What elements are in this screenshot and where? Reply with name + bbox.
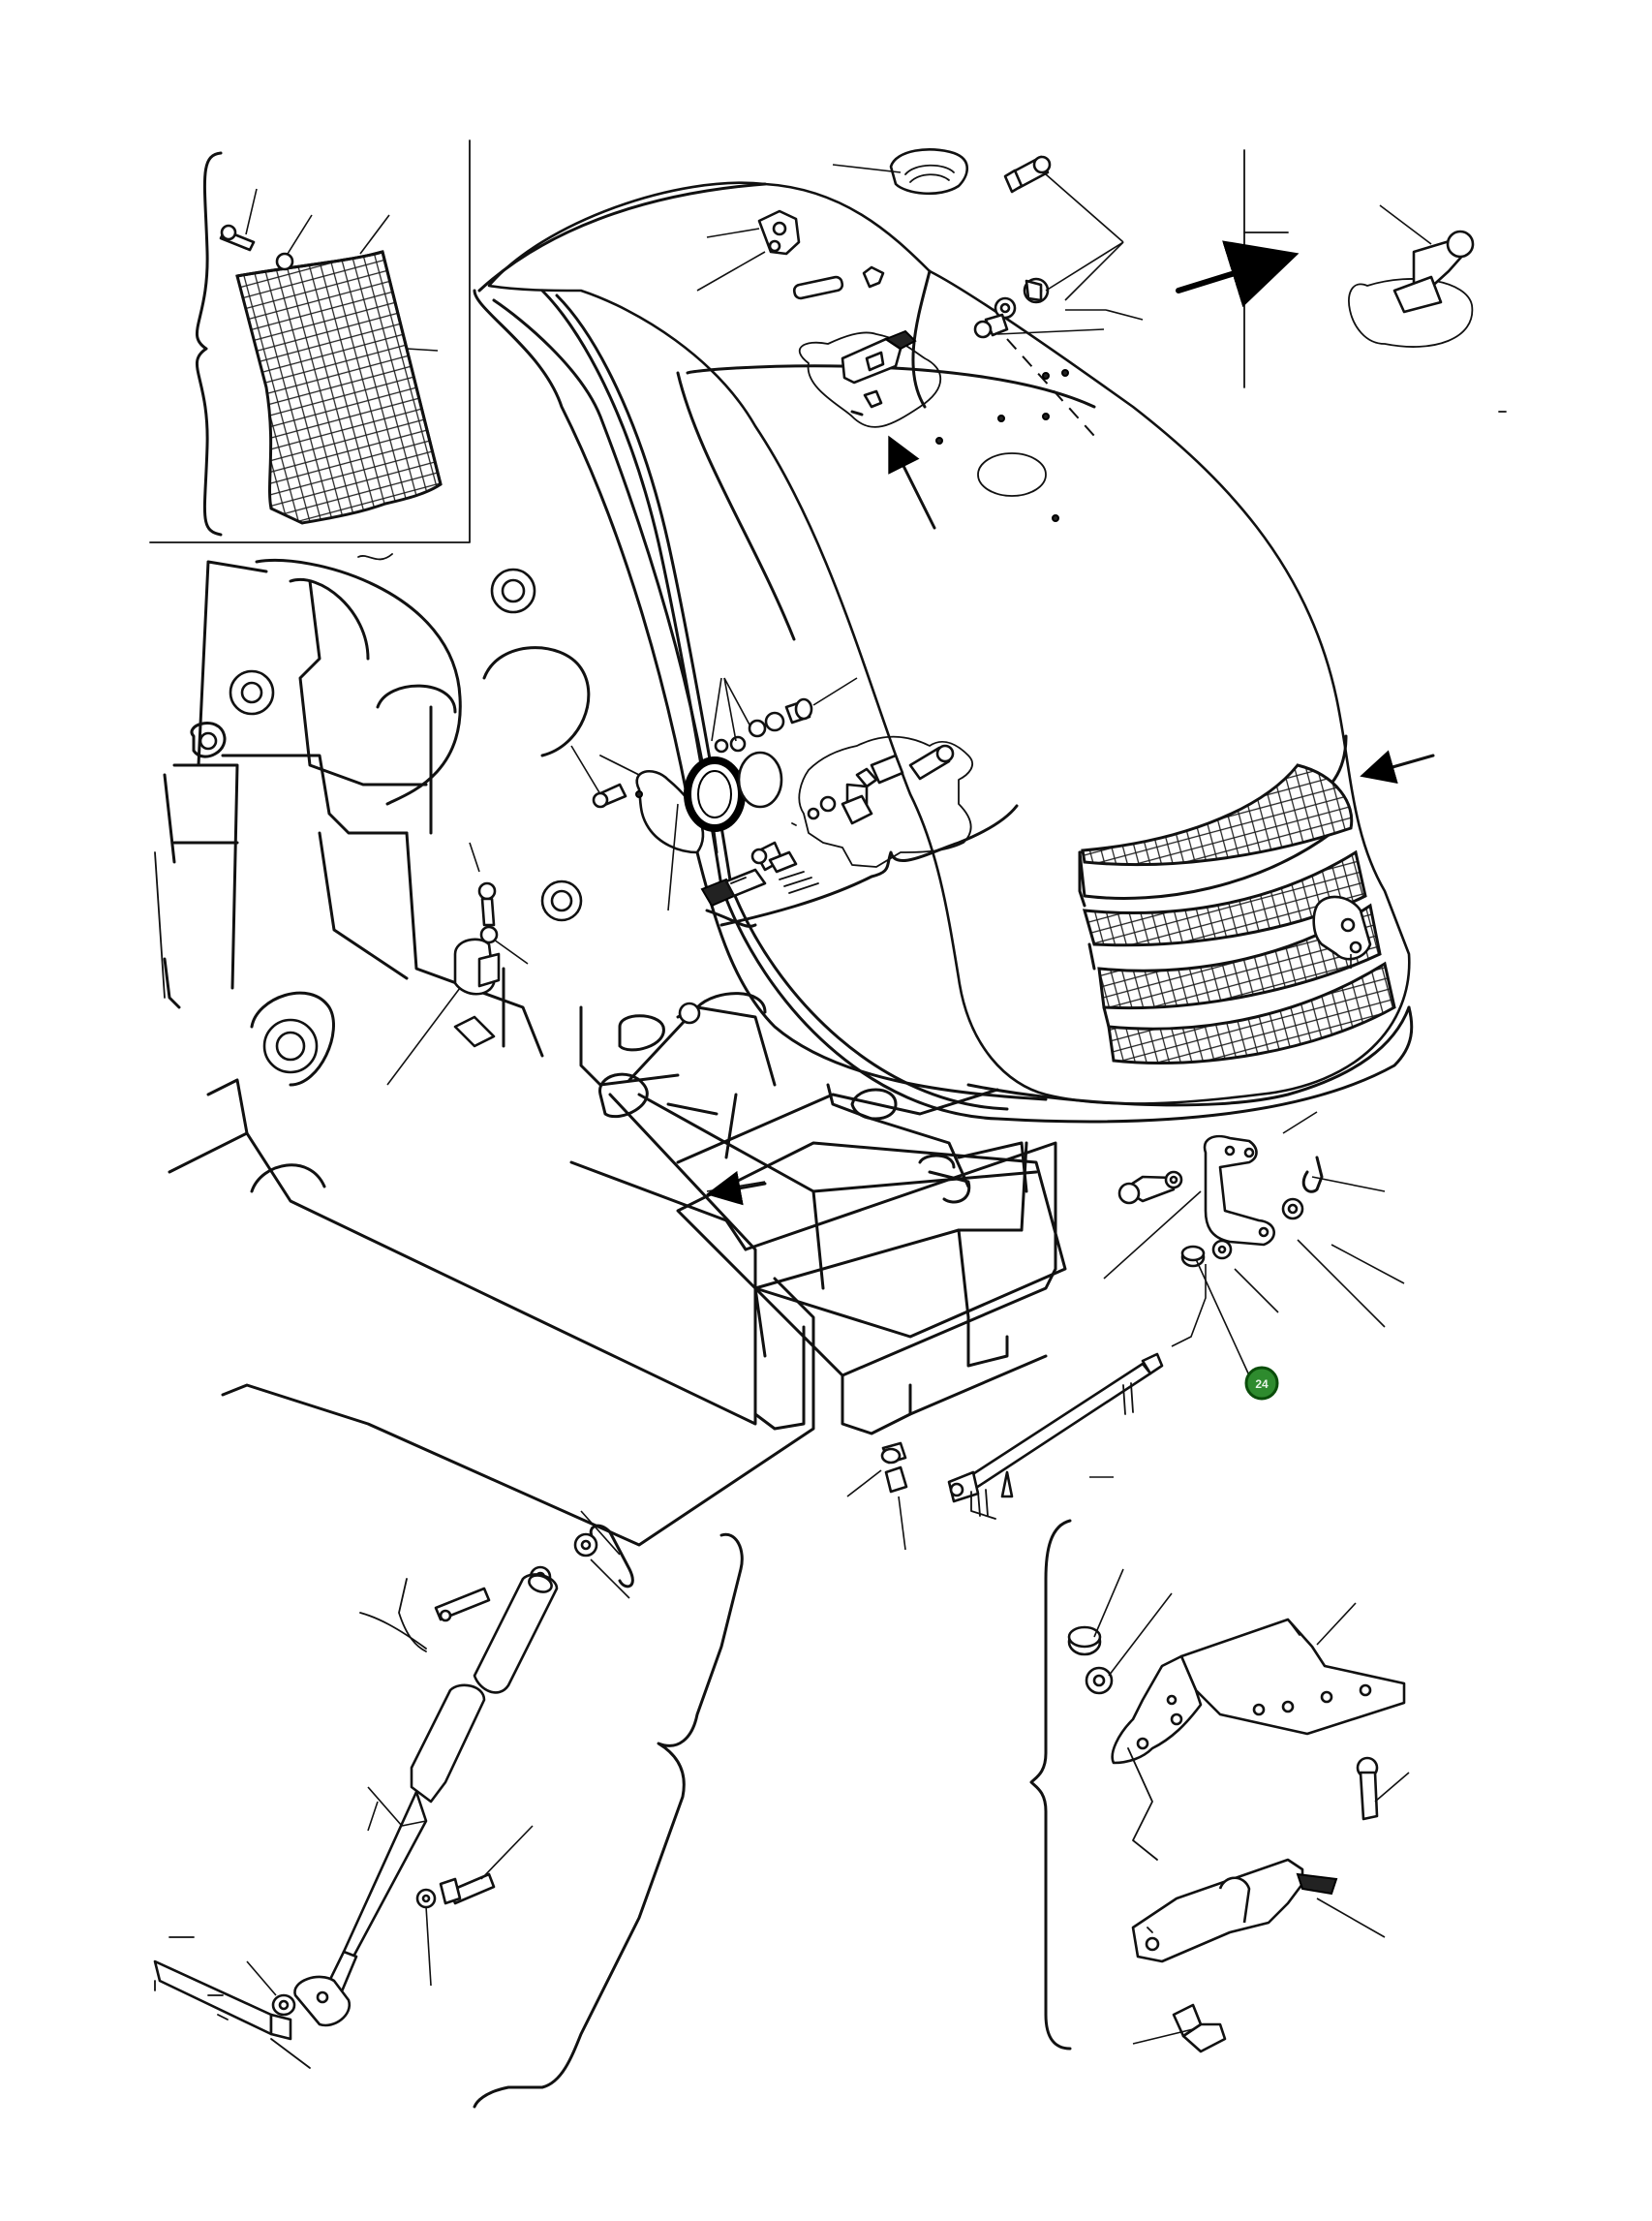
inset-gas-strut [153, 1510, 744, 2109]
grommet [889, 147, 969, 196]
mesh-grille-icon [1081, 763, 1354, 867]
clamp-mount [386, 842, 529, 1086]
frame-left-edge [154, 722, 326, 1193]
arrow-icon [888, 435, 936, 530]
callout-circle[interactable] [1244, 1366, 1279, 1401]
tractor-frame [163, 559, 1057, 1547]
clip-icon [589, 1524, 634, 1589]
mesh-grille-icon [235, 250, 443, 525]
bolt-icon [750, 841, 798, 874]
bolt-icon [908, 744, 955, 781]
ring-seal [684, 756, 746, 832]
inset-bolt [1176, 149, 1507, 413]
latch [841, 329, 917, 385]
nut-icon [784, 697, 813, 725]
callout-24[interactable]: 24 [1244, 1366, 1279, 1401]
bottom-center-fasteners [846, 1441, 908, 1551]
bolt-icon [477, 881, 497, 927]
plug [700, 868, 767, 908]
arrow-icon [706, 1170, 767, 1206]
end-fitting [293, 1975, 352, 2027]
linkage: 24 [947, 1111, 1405, 1520]
callout-label: 24 [1255, 1377, 1269, 1391]
nut-icon [1180, 1245, 1206, 1268]
bolt-icon [219, 224, 256, 252]
fender-top-details [696, 147, 1435, 785]
bolt-icon [439, 1872, 496, 1905]
washer-icon [748, 719, 767, 738]
bolt-icon [1392, 230, 1475, 314]
bolt-icon [434, 1587, 491, 1622]
nut-icon [1067, 1625, 1102, 1656]
battery-tray [666, 1102, 1067, 1358]
bolt-icon [592, 783, 627, 809]
washer-icon [729, 735, 747, 753]
washer-icon [479, 925, 499, 944]
inset-mesh-panel [149, 139, 471, 561]
arrow-icon [1176, 240, 1300, 308]
nut-icon [973, 313, 1009, 339]
bolt-icon [1356, 1756, 1379, 1821]
lamp-cover [635, 770, 705, 854]
washer-icon [714, 738, 729, 754]
bolt-icon [1172, 2003, 1227, 2053]
fender [473, 181, 1414, 1124]
inset-bracket [1029, 1519, 1410, 2053]
washer-icon [819, 795, 837, 813]
light-assembly [570, 677, 1019, 928]
arrow-icon [1360, 750, 1435, 785]
washer-icon [275, 252, 294, 271]
bolt-icon [1003, 155, 1052, 194]
nut-icon [880, 1441, 907, 1465]
washer-icon [764, 711, 785, 732]
nut-icon [271, 1993, 296, 2017]
washer-icon [807, 807, 820, 820]
clip-icon [1301, 1156, 1324, 1193]
